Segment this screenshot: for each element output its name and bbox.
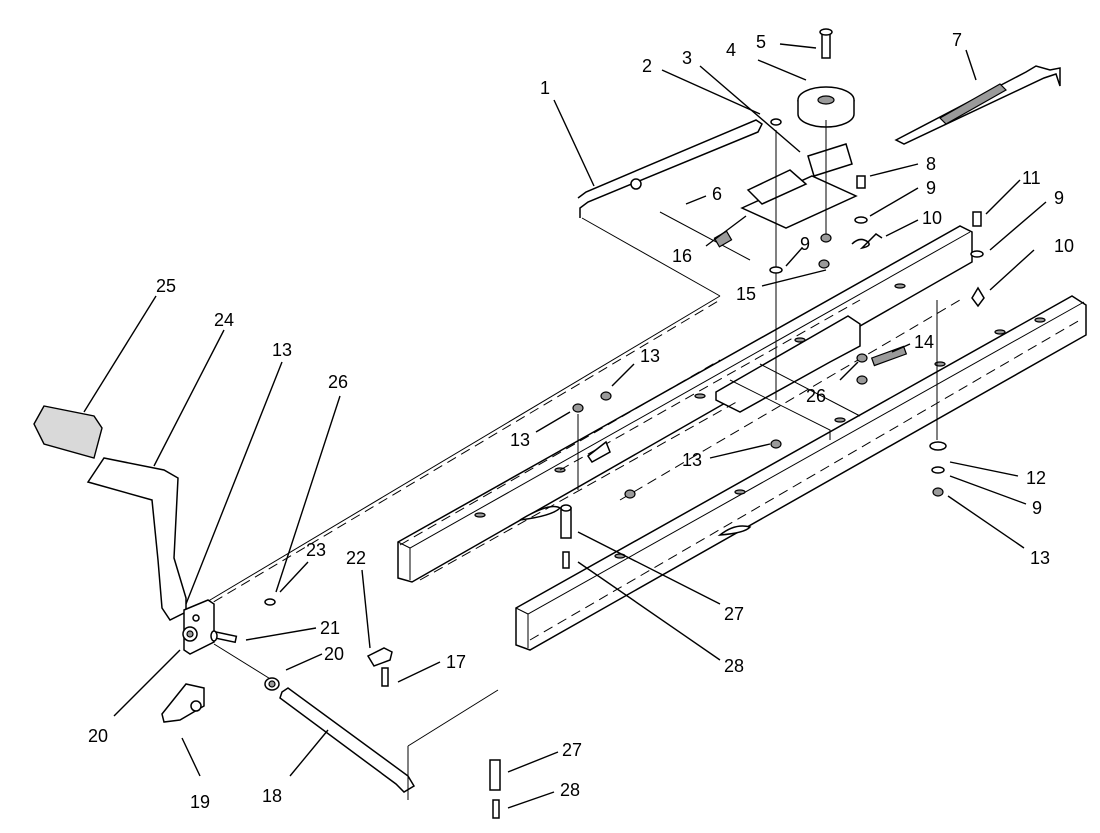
callout-9b: 9 [800, 234, 810, 254]
callout-26b: 26 [806, 386, 826, 406]
washer-20 [264, 677, 280, 691]
callout-14: 14 [914, 332, 934, 352]
callout-labels: 1 2 3 4 5 6 7 8 9 9 9 9 10 10 11 12 13 1… [88, 30, 1074, 812]
hook-10-upper [851, 233, 883, 250]
callout-9d: 9 [1032, 498, 1042, 518]
pin-27-lower [489, 759, 501, 791]
callout-9a: 9 [926, 178, 936, 198]
callout-20a: 20 [88, 726, 108, 746]
pedal-arm [86, 457, 187, 621]
callout-23: 23 [306, 540, 326, 560]
clutch-rod [894, 65, 1061, 145]
frame-rail-right [515, 295, 1087, 651]
pedal-pad [33, 405, 103, 459]
callout-12: 12 [1026, 468, 1046, 488]
bolt-28-center [562, 551, 570, 569]
callout-13c: 13 [510, 430, 530, 450]
callout-6: 6 [712, 184, 722, 204]
spring-14 [870, 345, 908, 367]
hardware-nuts-13 [572, 391, 782, 499]
clip-22 [366, 647, 393, 667]
callout-13b: 13 [640, 346, 660, 366]
callout-17: 17 [446, 652, 466, 672]
callout-4: 4 [726, 40, 736, 60]
callout-22: 22 [346, 548, 366, 568]
leader-lines [83, 43, 1047, 809]
bolt-28-lower [492, 799, 500, 819]
callout-13d: 13 [682, 450, 702, 470]
callout-8: 8 [926, 154, 936, 174]
spring-6 [659, 211, 751, 261]
callout-13a: 13 [272, 340, 292, 360]
hardware-stack-center [769, 175, 868, 385]
callout-5: 5 [756, 32, 766, 52]
callout-11: 11 [1022, 168, 1041, 188]
brake-rod [199, 119, 763, 607]
callout-25: 25 [156, 276, 176, 296]
callout-2: 2 [642, 56, 652, 76]
callout-10b: 10 [1054, 236, 1074, 256]
callout-27a: 27 [724, 604, 744, 624]
callout-1: 1 [540, 78, 550, 98]
callout-27b: 27 [562, 740, 582, 760]
callout-24: 24 [214, 310, 234, 330]
link-rod [279, 687, 499, 800]
callout-18: 18 [262, 786, 282, 806]
callout-16: 16 [672, 246, 692, 266]
bolt-5 [819, 28, 833, 59]
pin-27-center [560, 504, 572, 539]
bracket-19 [161, 683, 205, 723]
pivot-bracket [182, 598, 276, 681]
bolt-21 [210, 630, 238, 644]
idler-bracket [740, 118, 858, 400]
callout-28b: 28 [560, 780, 580, 800]
callout-13e: 13 [1030, 548, 1050, 568]
callout-9c: 9 [1054, 188, 1064, 208]
callout-15: 15 [736, 284, 756, 304]
callout-7: 7 [952, 30, 962, 50]
callout-20b: 20 [324, 644, 344, 664]
callout-3: 3 [682, 48, 692, 68]
callout-28a: 28 [724, 656, 744, 676]
callout-21: 21 [320, 618, 340, 638]
callout-26a: 26 [328, 372, 348, 392]
callout-19: 19 [190, 792, 210, 812]
bolt-17 [381, 667, 389, 687]
callout-10a: 10 [922, 208, 942, 228]
hardware-stack-right [929, 211, 985, 497]
cross-member [715, 315, 861, 440]
